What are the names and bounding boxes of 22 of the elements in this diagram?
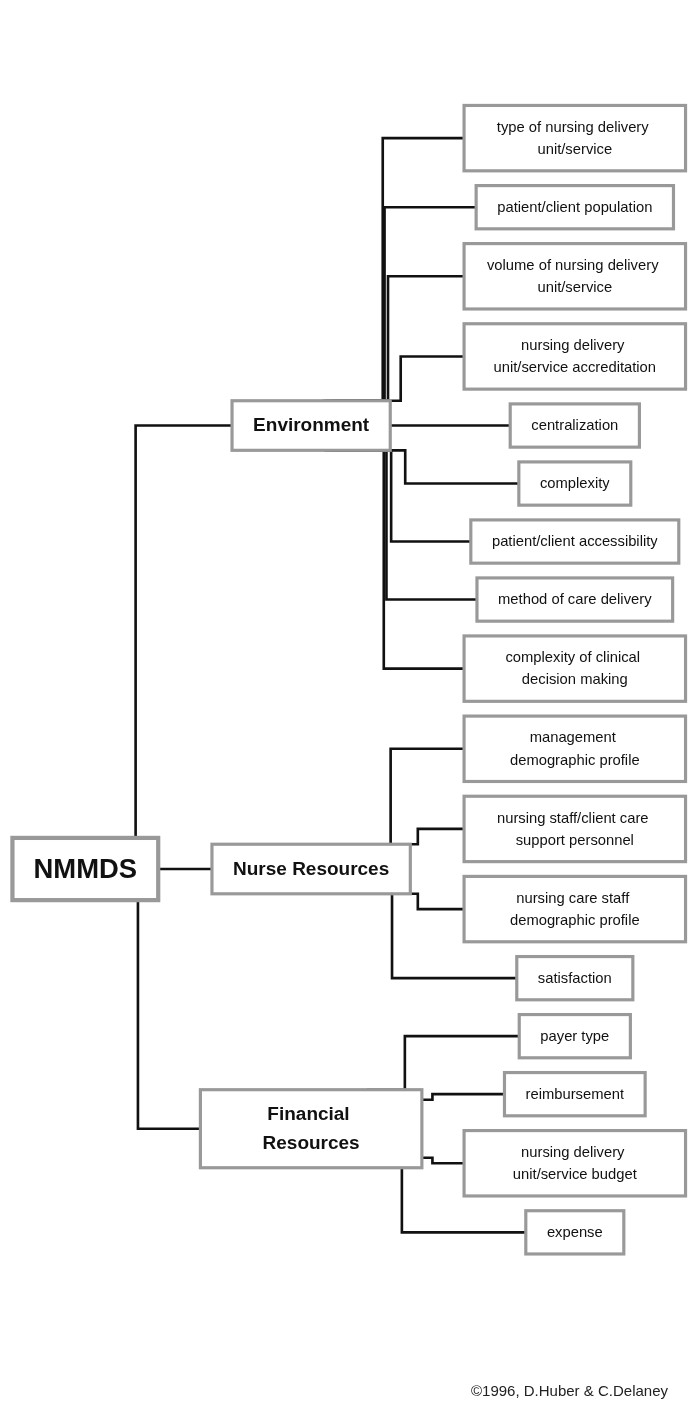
node-box: reimbursement — [502, 1071, 647, 1118]
node-box: patient/client accessibility — [469, 518, 681, 566]
node-box: complexity — [517, 460, 633, 508]
copyright-note: ©1996, D.Huber & C.Delaney — [471, 1382, 668, 1399]
node-box: payer type — [517, 1013, 632, 1060]
node-box: method of care delivery — [475, 576, 675, 624]
node-box: satisfaction — [515, 955, 635, 1002]
node-box: type of nursing delivery unit/service — [462, 104, 688, 173]
node-box: volume of nursing delivery unit/service — [462, 242, 688, 311]
node-box: nursing care staff demographic profile — [462, 875, 688, 944]
node-box: centralization — [508, 402, 641, 450]
node-box: NMMDS — [10, 836, 161, 903]
node-box: Environment — [230, 399, 392, 453]
node-box: Financial Resources — [198, 1088, 424, 1170]
node-box: patient/client population — [474, 184, 676, 231]
node-box: nursing delivery unit/service budget — [462, 1129, 688, 1198]
node-box: management demographic profile — [462, 714, 688, 784]
node-box: nursing staff/client care support personnel — [462, 794, 688, 864]
node-box: complexity of clinical decision making — [462, 634, 688, 704]
node-box: expense — [524, 1209, 626, 1256]
node-box: nursing delivery unit/service accreditation — [462, 322, 688, 391]
node-box: Nurse Resources — [210, 842, 412, 896]
